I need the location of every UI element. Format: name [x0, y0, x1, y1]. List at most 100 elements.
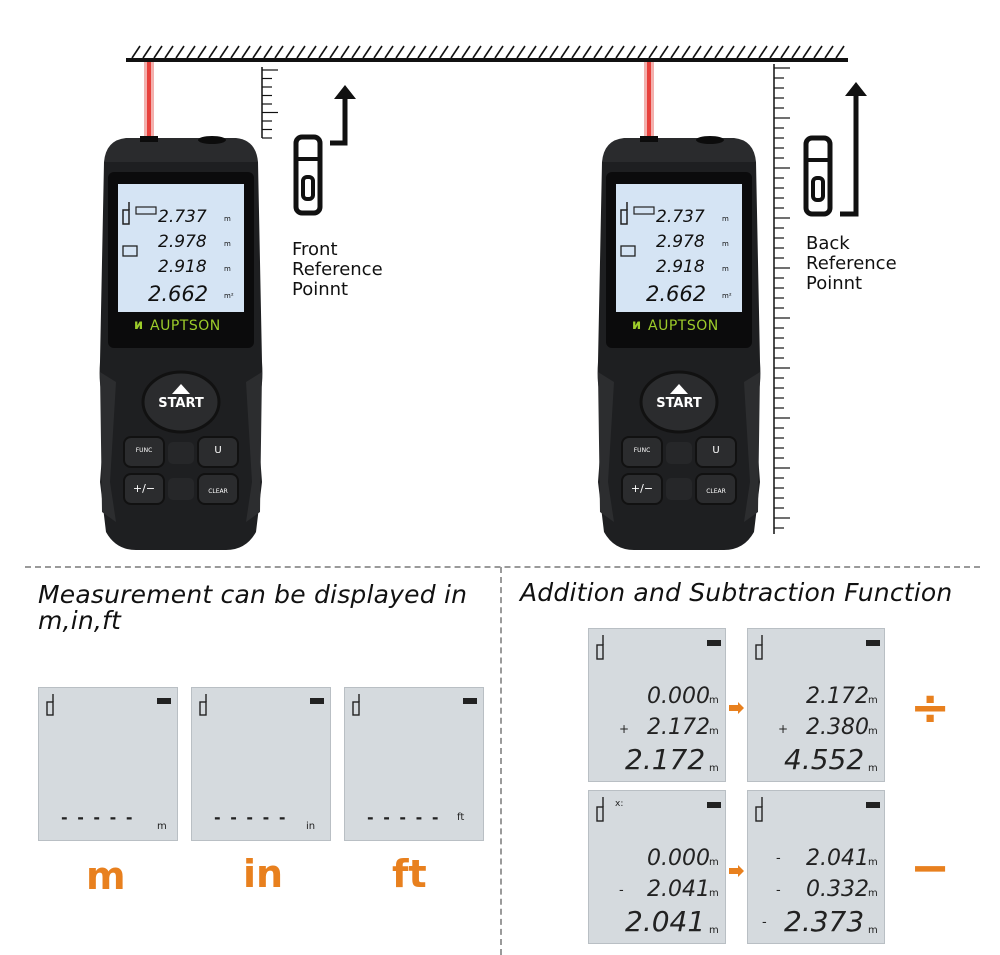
- section-divider-horizontal: [25, 566, 980, 568]
- lcd-screen-m: - - - - - m: [38, 687, 178, 841]
- lcd-screen-in: - - - - - in: [191, 687, 331, 841]
- start-button[interactable]: START: [158, 396, 204, 411]
- ceiling-hatch-mark: [571, 45, 581, 59]
- ceiling-hatch-mark: [747, 45, 757, 59]
- ceiling-hatch-mark: [164, 45, 174, 59]
- ceiling-hatch-mark: [791, 45, 801, 59]
- laser-icon: [596, 635, 721, 660]
- ceiling-hatch-mark: [516, 45, 526, 59]
- ceiling-hatch-mark: [307, 45, 317, 59]
- ceiling-hatch-mark: [626, 45, 636, 59]
- battery-icon: [707, 802, 721, 808]
- ceiling-hatch-mark: [230, 45, 240, 59]
- func-button[interactable]: FUNC: [633, 447, 651, 454]
- plus-minus-button[interactable]: +/−: [132, 482, 156, 495]
- lcd-line-1: 2.172: [806, 684, 869, 709]
- clear-button[interactable]: CLEAR: [706, 488, 726, 495]
- ceiling-hatch-mark: [593, 45, 603, 59]
- unit-button[interactable]: U: [198, 445, 238, 456]
- func-button[interactable]: FUNC: [135, 447, 153, 454]
- back-reference-icon: [803, 82, 867, 217]
- lcd-unit: m: [709, 888, 719, 899]
- ceiling-hatch-mark: [758, 45, 768, 59]
- lcd-sign-2: -: [776, 883, 781, 898]
- dash-readout: - - - - -: [61, 808, 135, 827]
- ceiling-hatch-mark: [648, 45, 658, 59]
- ceiling-hatch-mark: [263, 45, 273, 59]
- ceiling-hatch-mark: [186, 45, 196, 59]
- ceiling-hatch-mark: [780, 45, 790, 59]
- unit-button[interactable]: U: [696, 445, 736, 456]
- front-ruler: [261, 67, 278, 139]
- lcd-unit: m: [868, 763, 878, 774]
- unit-label-m: m: [86, 854, 126, 898]
- lcd-sign-1: -: [776, 851, 781, 866]
- lcd-sub-before: x: 0.000 m - 2.041 m 2.041 m: [588, 790, 726, 944]
- ceiling-hatch-mark: [472, 45, 482, 59]
- addsub-heading: Addition and Subtraction Function: [520, 578, 953, 607]
- ceiling-hatch-mark: [549, 45, 559, 59]
- reading-unit-total: m²: [722, 292, 732, 300]
- start-button[interactable]: START: [656, 396, 702, 411]
- ceiling-hatch-mark: [142, 45, 152, 59]
- rangefinder-front: 2.737 m 2.978 m 2.918 m 2.662 m² ᴎ AUPTS…: [96, 62, 266, 552]
- ceiling-hatch-mark: [373, 45, 383, 59]
- lcd-sub-after: - 2.041 m - 0.332 m - 2.373 m: [747, 790, 885, 944]
- ceiling-hatch-mark: [417, 45, 427, 59]
- ceiling-hatch-mark: [296, 45, 306, 59]
- lcd-unit: m: [709, 695, 719, 706]
- clear-button[interactable]: CLEAR: [208, 488, 228, 495]
- reading-total: 2.662: [148, 282, 209, 306]
- lcd-sign-3: -: [762, 915, 767, 930]
- ceiling-hatch-mark: [208, 45, 218, 59]
- operation-symbol: −: [910, 840, 951, 896]
- reading-unit-2: m: [224, 240, 231, 248]
- ceiling-hatch-mark: [681, 45, 691, 59]
- ceiling-illustration: [126, 45, 848, 62]
- ceiling-hatch-mark: [527, 45, 537, 59]
- lcd-result: 2.041: [625, 905, 706, 938]
- unit-label-ft: ft: [392, 852, 427, 896]
- dash-readout: - - - - -: [214, 808, 288, 827]
- ceiling-hatch-mark: [659, 45, 669, 59]
- ceiling-hatch-mark: [692, 45, 702, 59]
- lcd-line-2: 2.041: [647, 877, 710, 902]
- lcd-unit: m: [709, 925, 719, 936]
- units-heading: Measurement can be displayed in m,in,ft: [38, 582, 467, 634]
- ceiling-hatch-mark: [252, 45, 262, 59]
- front-reference-icon: [293, 85, 356, 216]
- lcd-unit: m: [709, 763, 719, 774]
- laser-icon: [596, 797, 604, 822]
- section-divider-vertical: [500, 567, 502, 955]
- plus-minus-button[interactable]: +/−: [630, 482, 654, 495]
- ceiling-hatch-mark: [318, 45, 328, 59]
- lcd-line-1: 2.041: [806, 846, 869, 871]
- ceiling-hatch-mark: [395, 45, 405, 59]
- ceiling-hatch-mark: [241, 45, 251, 59]
- lcd-add-before: 0.000 m + 2.172 m 2.172 m: [588, 628, 726, 782]
- ceiling-hatch-mark: [538, 45, 548, 59]
- ceiling-hatch-mark: [604, 45, 614, 59]
- dash-readout: - - - - -: [367, 808, 441, 827]
- reading-line-1: 2.737: [158, 207, 207, 227]
- unit-button-label: U: [214, 445, 222, 456]
- lcd-unit: m: [868, 888, 878, 899]
- ceiling-hatch-mark: [351, 45, 361, 59]
- reading-total: 2.662: [646, 282, 707, 306]
- ceiling-hatch-mark: [329, 45, 339, 59]
- ceiling-hatch-mark: [483, 45, 493, 59]
- ceiling-hatch-mark: [824, 45, 834, 59]
- ceiling-hatch-mark: [406, 45, 416, 59]
- back-ruler: [773, 64, 790, 534]
- ceiling-hatch-mark: [725, 45, 735, 59]
- lcd-sign-2: +: [619, 722, 630, 736]
- laser-icon: [46, 694, 171, 716]
- units-heading-line-2: m,in,ft: [38, 606, 122, 635]
- lcd-unit-label: in: [306, 821, 316, 832]
- reading-line-2: 2.978: [656, 232, 705, 252]
- operation-symbol: ÷: [910, 680, 951, 736]
- ceiling-hatch-mark: [714, 45, 724, 59]
- lcd-unit: m: [868, 726, 878, 737]
- lcd-unit: m: [868, 857, 878, 868]
- lcd-result: 2.373: [784, 905, 865, 938]
